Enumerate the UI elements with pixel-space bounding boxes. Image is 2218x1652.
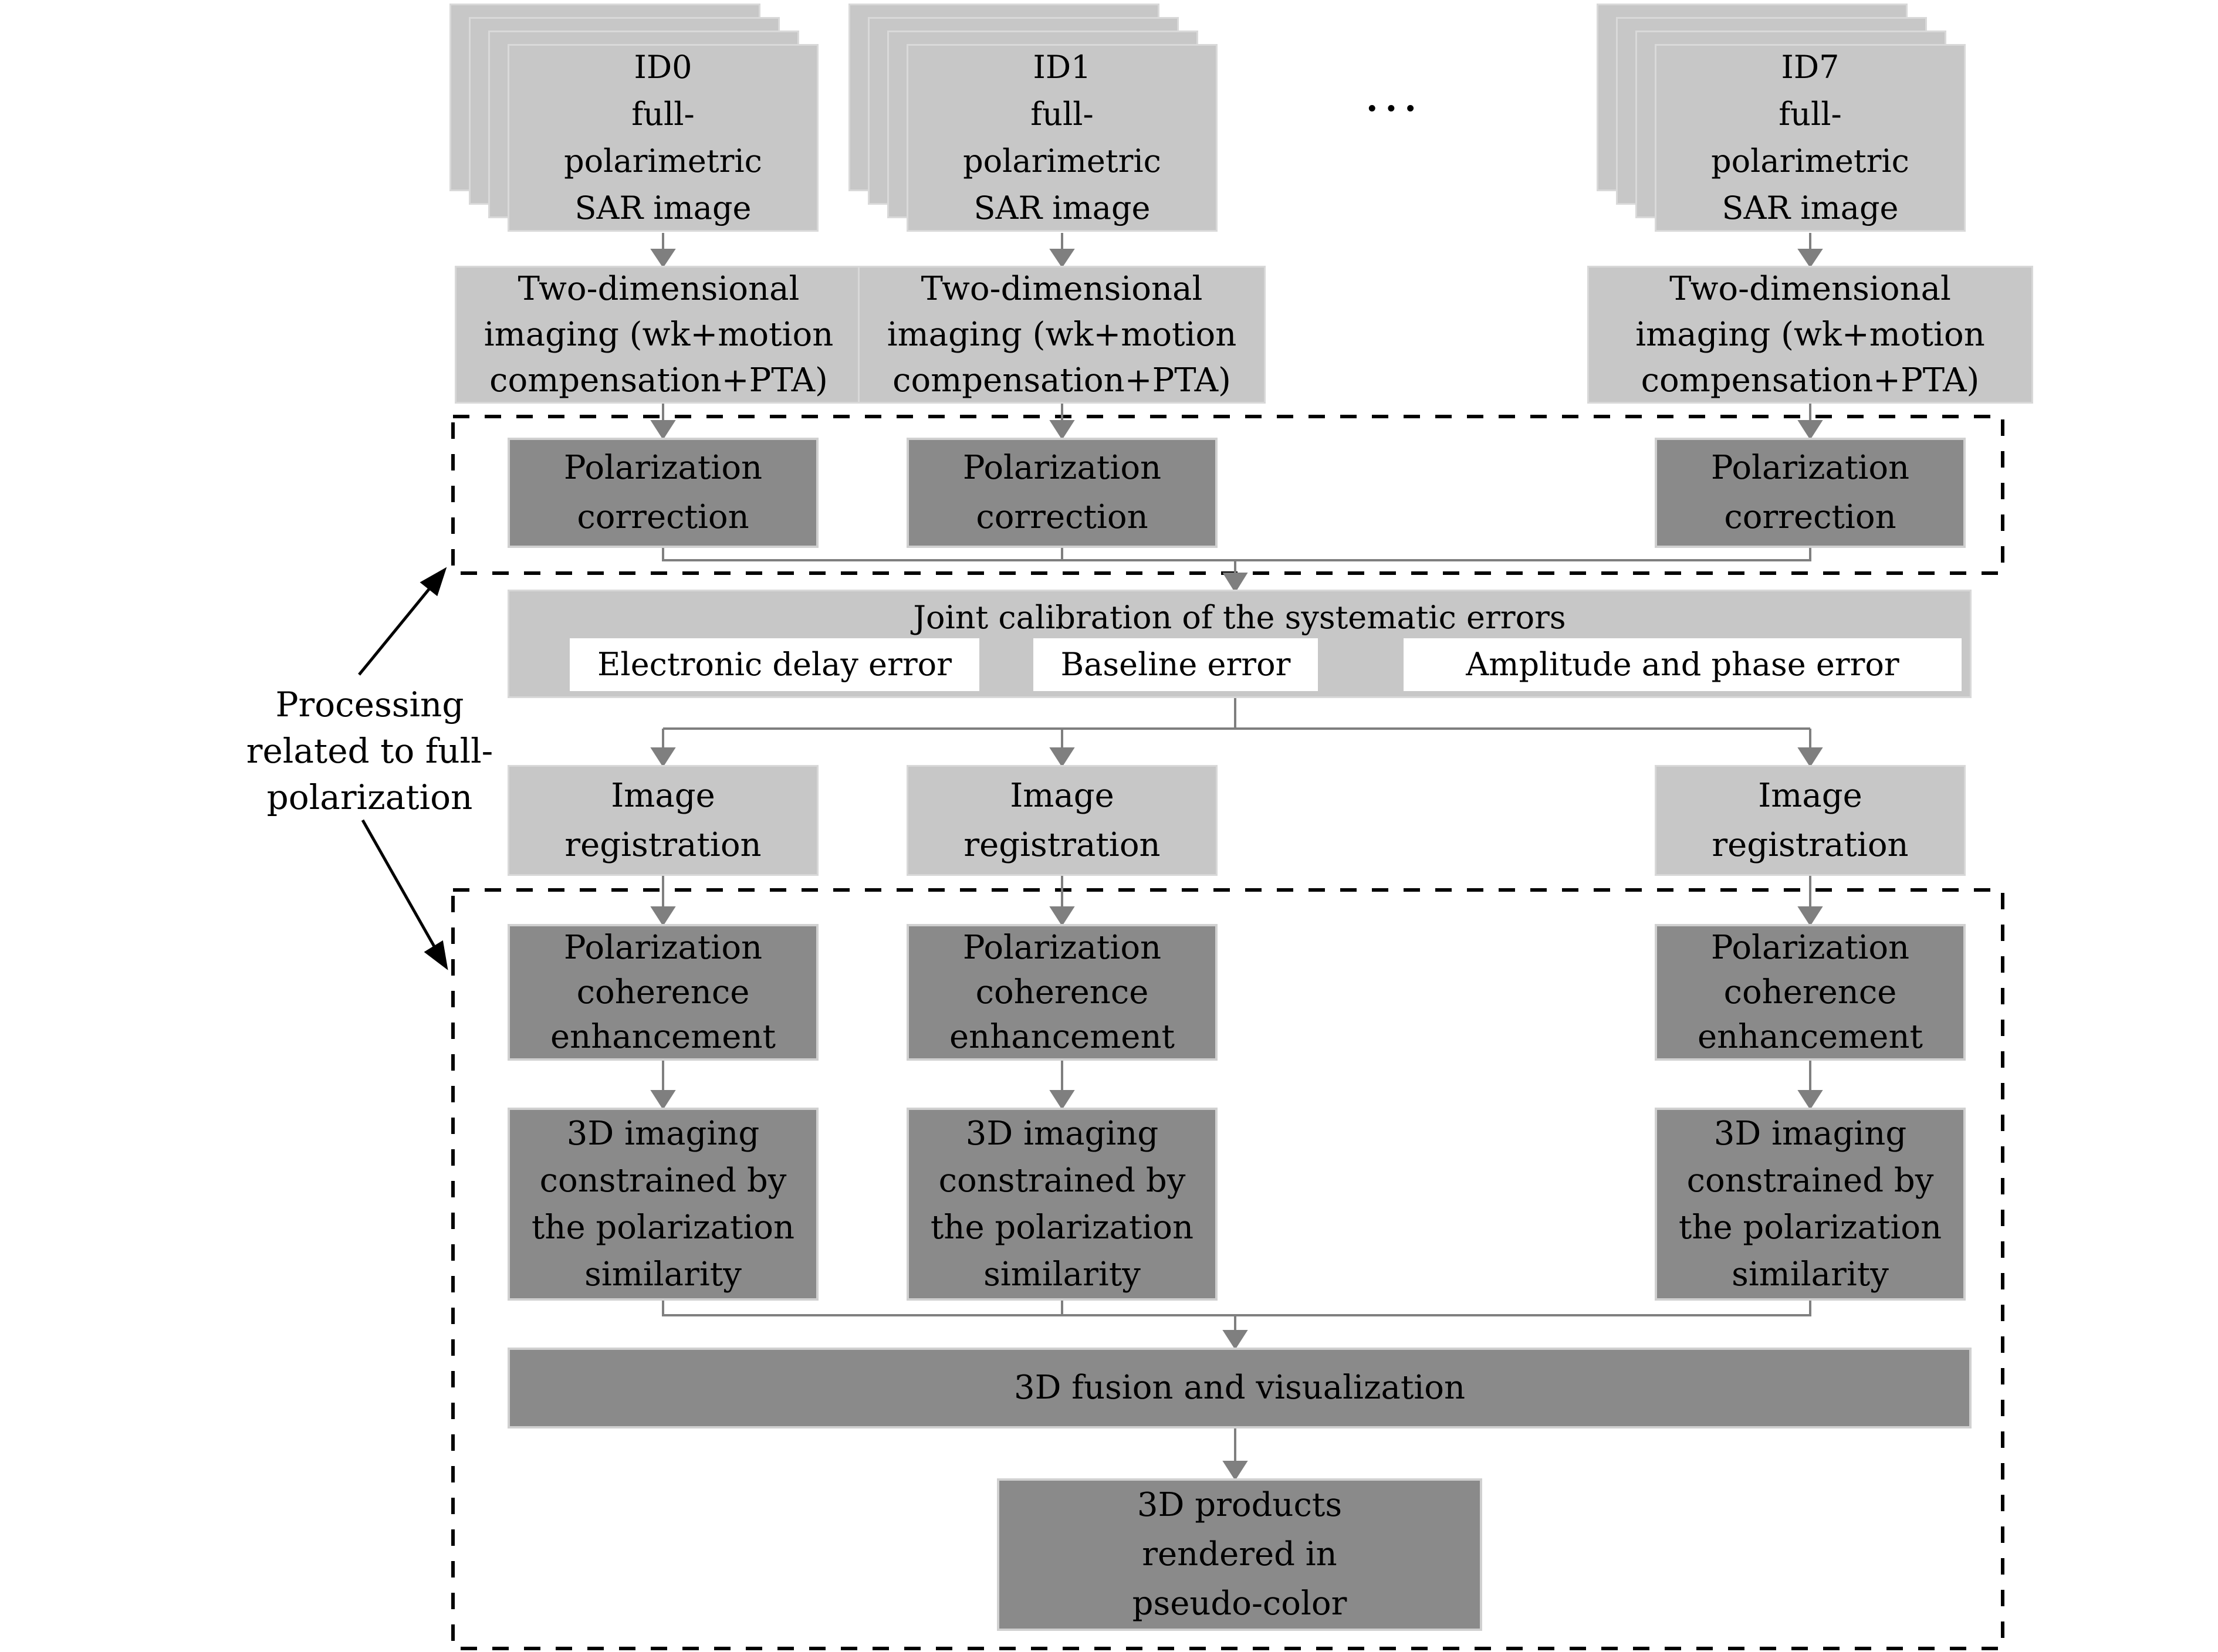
stack-label-line: full- (1030, 96, 1094, 133)
box-text-line: Two-dimensional (518, 269, 800, 308)
box-text-line: compensation+PTA) (1641, 361, 1980, 400)
box-text-line: compensation+PTA) (489, 361, 828, 400)
box-text-line: 3D imaging (566, 1114, 760, 1153)
box-3d-imaging-col2: 3D imaging constrained by the polarizati… (907, 1108, 1218, 1301)
box-polarization-correction-col2: Polarization correction (907, 438, 1218, 548)
box-polarization-coherence-col3: Polarization coherence enhancement (1655, 924, 1966, 1061)
box-2d-imaging-col1: Two-dimensional imaging (wk+motion compe… (455, 266, 863, 404)
side-label-arrows (358, 567, 448, 970)
box-3d-imaging-col3: 3D imaging constrained by the polarizati… (1655, 1108, 1966, 1301)
stack-label-line: polarimetric (1711, 143, 1909, 180)
box-text-line: the polarization (531, 1208, 795, 1247)
box-polarization-correction-col3: Polarization correction (1655, 438, 1966, 548)
box-text-line: Polarization (1710, 449, 1910, 487)
box-3d-imaging-col1: 3D imaging constrained by the polarizati… (508, 1108, 819, 1301)
box-2d-imaging-col2: Two-dimensional imaging (wk+motion compe… (858, 266, 1266, 404)
box-text-line: registration (963, 825, 1161, 864)
box-amplitude-phase-error: Amplitude and phase error (1404, 638, 1962, 691)
box-text-line: enhancement (550, 1017, 776, 1056)
box-text-line: Polarization (563, 449, 763, 487)
box-text-line: similarity (1732, 1255, 1889, 1294)
box-text-line: similarity (584, 1255, 742, 1294)
box-text-line: Two-dimensional (1669, 269, 1951, 308)
box-text-line: compensation+PTA) (892, 361, 1231, 400)
box-text-line: correction (976, 498, 1148, 536)
side-label-line: polarization (266, 777, 473, 817)
box-joint-calibration: Joint calibration of the systematic erro… (508, 590, 1972, 698)
box-text-line: enhancement (949, 1017, 1175, 1056)
box-text-line: coherence (576, 973, 750, 1011)
box-polarization-coherence-col2: Polarization coherence enhancement (907, 924, 1218, 1061)
box-electronic-delay-error: Electronic delay error (570, 638, 979, 691)
box-3d-products: 3D products rendered in pseudo-color (997, 1478, 1482, 1631)
stack-label-line: full- (631, 96, 695, 133)
box-text-line: Polarization (962, 928, 1162, 967)
box-text-line: Two-dimensional (921, 269, 1203, 308)
box-text-line: 3D products (1137, 1486, 1343, 1524)
box-polarization-correction-col1: Polarization correction (508, 438, 819, 548)
box-text-line: imaging (wk+motion (1635, 315, 1985, 354)
box-text-line: 3D imaging (965, 1114, 1159, 1153)
stack-label-line: polarimetric (564, 143, 762, 180)
stack-label-line: SAR image (1722, 189, 1899, 226)
box-image-registration-col3: Image registration (1655, 765, 1966, 876)
box-text-line: rendered in (1142, 1535, 1337, 1573)
box-text-line: constrained by (1686, 1161, 1934, 1200)
side-label-line: related to full- (246, 731, 493, 771)
box-text-line: Image (611, 776, 715, 815)
box-text-line: imaging (wk+motion (484, 315, 834, 354)
stack-label-line: ID7 (1781, 49, 1840, 86)
box-text-line: constrained by (539, 1161, 787, 1200)
stack-page-front: ID1 full- polarimetric SAR image (907, 44, 1218, 232)
box-text-line: registration (1712, 825, 1909, 864)
box-text-line: the polarization (930, 1208, 1194, 1247)
stack-page-front: ID0 full- polarimetric SAR image (508, 44, 819, 232)
box-text-line: constrained by (938, 1161, 1186, 1200)
joint-calibration-title: Joint calibration of the systematic erro… (913, 599, 1566, 636)
box-text-line: Image (1758, 776, 1862, 815)
box-text-line: 3D imaging (1713, 1114, 1907, 1153)
box-text-line: coherence (975, 973, 1149, 1011)
box-image-registration-col2: Image registration (907, 765, 1218, 876)
box-text-line: Image (1010, 776, 1114, 815)
side-label-line: Processing (275, 685, 464, 725)
stack-label-line: polarimetric (963, 143, 1161, 180)
box-2d-imaging-col3: Two-dimensional imaging (wk+motion compe… (1587, 266, 2033, 404)
box-text-line: Polarization (1710, 928, 1910, 967)
box-text-line: correction (577, 498, 749, 536)
box-text-line: Polarization (563, 928, 763, 967)
box-image-registration-col1: Image registration (508, 765, 819, 876)
stack-page-front: ID7 full- polarimetric SAR image (1655, 44, 1966, 232)
box-3d-fusion: 3D fusion and visualization (508, 1348, 1972, 1428)
stack-label-line: SAR image (973, 189, 1151, 226)
box-text-line: coherence (1723, 973, 1897, 1011)
box-text-line: correction (1724, 498, 1896, 536)
box-text-line: imaging (wk+motion (887, 315, 1237, 354)
stack-label-line: full- (1779, 96, 1842, 133)
side-label-processing: Processing related to full- polarization (229, 682, 510, 821)
box-text-line: the polarization (1678, 1208, 1942, 1247)
box-baseline-error: Baseline error (1033, 638, 1318, 691)
dashed-region-border-2 (451, 888, 2004, 1650)
box-text-line: Polarization (962, 449, 1162, 487)
box-text-line: 3D fusion and visualization (1013, 1369, 1466, 1407)
ellipsis: ··· (1364, 80, 1422, 137)
stack-label-line: SAR image (574, 189, 752, 226)
stack-label-line: ID1 (1033, 49, 1091, 86)
flow-arrows (650, 233, 1823, 1481)
box-polarization-coherence-col1: Polarization coherence enhancement (508, 924, 819, 1061)
box-text-line: registration (564, 825, 762, 864)
box-text-line: similarity (983, 1255, 1141, 1294)
box-text-line: enhancement (1697, 1017, 1923, 1056)
box-text-line: pseudo-color (1132, 1585, 1347, 1623)
stack-label-line: ID0 (634, 49, 692, 86)
